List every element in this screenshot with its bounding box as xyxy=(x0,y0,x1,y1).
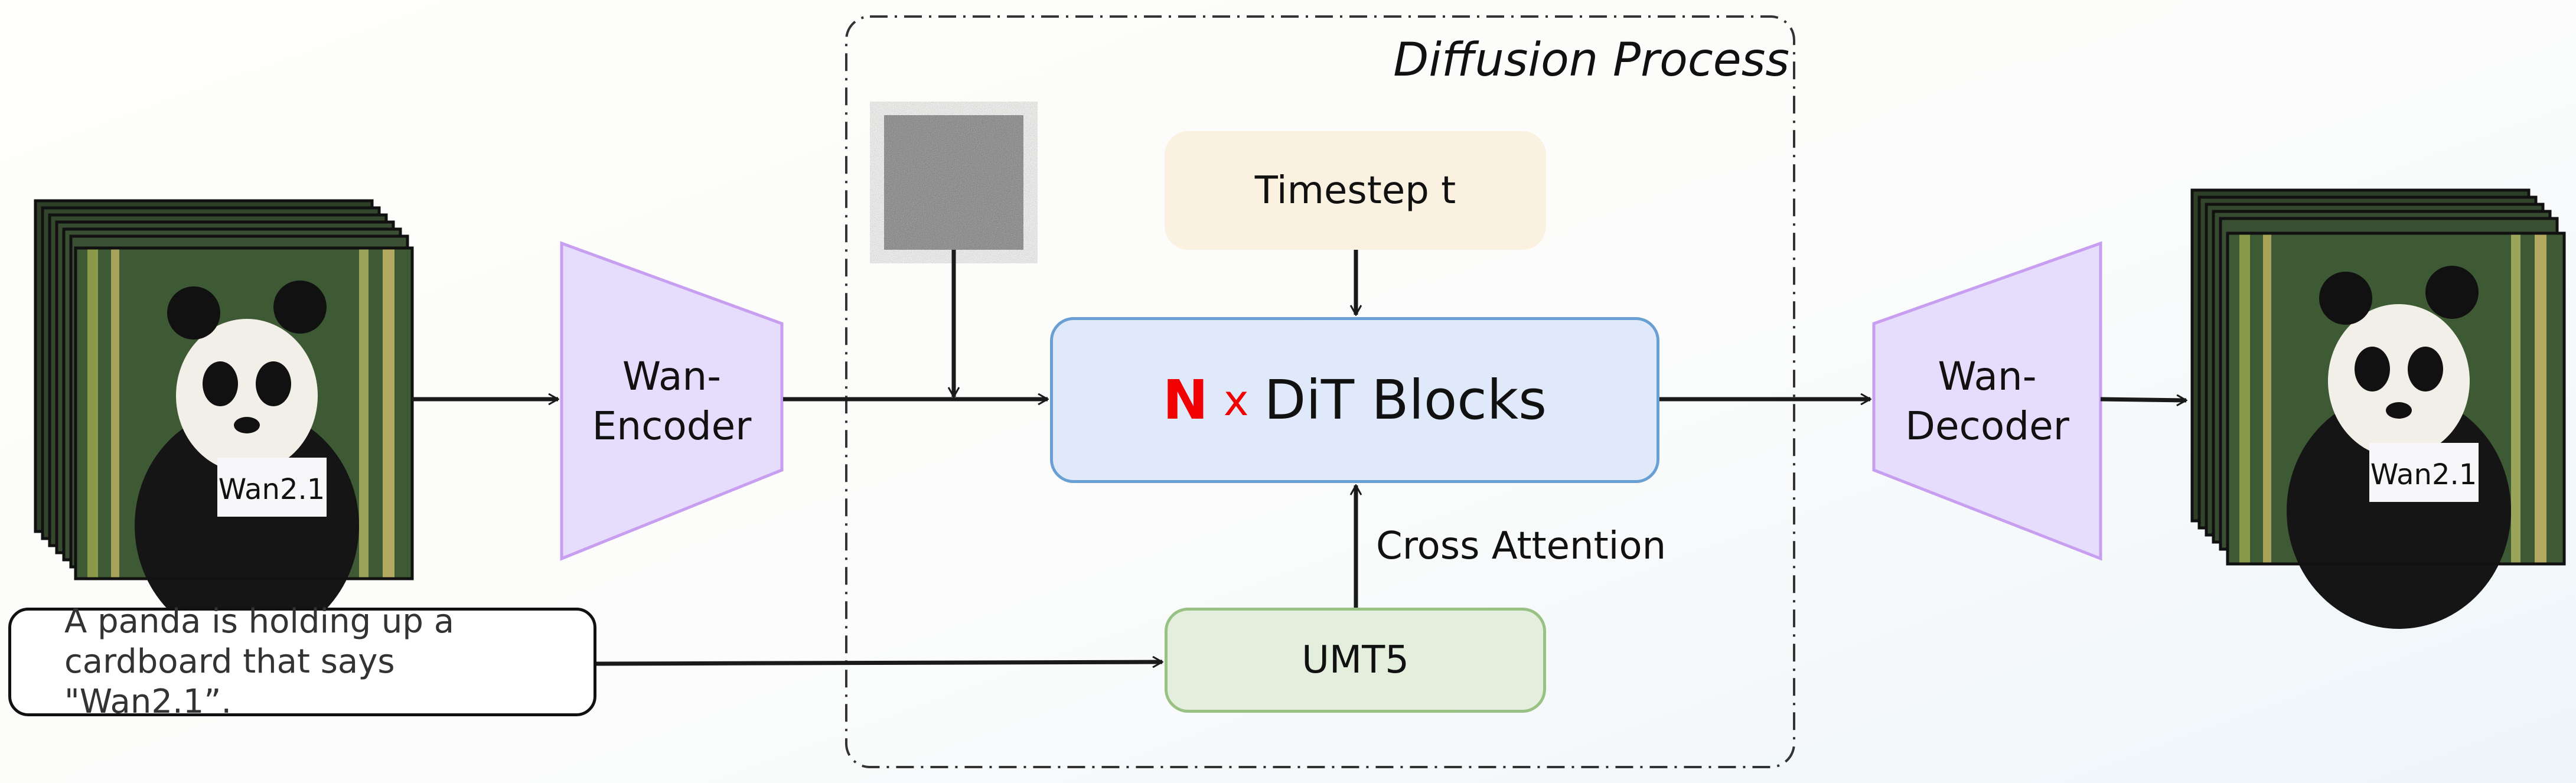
timestep-label: Timestep t xyxy=(1254,168,1456,213)
diffusion-process-region xyxy=(845,15,1795,768)
cross-attention-label: Cross Attention xyxy=(1376,524,1667,568)
input-video-frames: Wan2.1 xyxy=(34,199,414,644)
timestep-box: Timestep t xyxy=(1165,131,1546,250)
wan-decoder-block xyxy=(1872,241,2102,561)
dit-times-symbol: x xyxy=(1223,375,1249,425)
wan-decoder-label: Wan- Decoder xyxy=(1874,331,2101,472)
arrow-decoder-to-video xyxy=(2100,399,2186,400)
output-sign-text: Wan2.1 xyxy=(2370,458,2477,491)
dit-label: DiT Blocks xyxy=(1264,368,1547,432)
decoder-label-line2: Decoder xyxy=(1905,403,2069,449)
dit-multiplier: N xyxy=(1162,368,1208,432)
text-prompt-box: A panda is holding up a cardboard that s… xyxy=(8,602,596,721)
input-frame-panda-image: Wan2.1 xyxy=(74,246,414,644)
decoder-label-line1: Wan- xyxy=(1938,354,2037,399)
arrows xyxy=(412,250,2186,664)
input-sign-text: Wan2.1 xyxy=(219,473,325,506)
diffusion-process-title: Diffusion Process xyxy=(1393,34,1789,87)
noise-texture xyxy=(884,115,1023,250)
umt5-label: UMT5 xyxy=(1302,638,1409,682)
encoder-label-line1: Wan- xyxy=(622,354,722,399)
encoder-label-line2: Encoder xyxy=(592,403,752,449)
prompt-text: A panda is holding up a cardboard that s… xyxy=(64,602,455,721)
wan-encoder-block xyxy=(560,241,784,561)
wan-encoder-label: Wan- Encoder xyxy=(562,331,782,472)
output-video-frames: Wan2.1 xyxy=(2190,188,2566,629)
output-frame-panda-image: Wan2.1 xyxy=(2226,231,2566,629)
umt5-box: UMT5 xyxy=(1165,608,1546,713)
dit-blocks-box: N x DiT Blocks xyxy=(1050,317,1659,483)
arrow-prompt-to-umt5 xyxy=(596,662,1162,664)
